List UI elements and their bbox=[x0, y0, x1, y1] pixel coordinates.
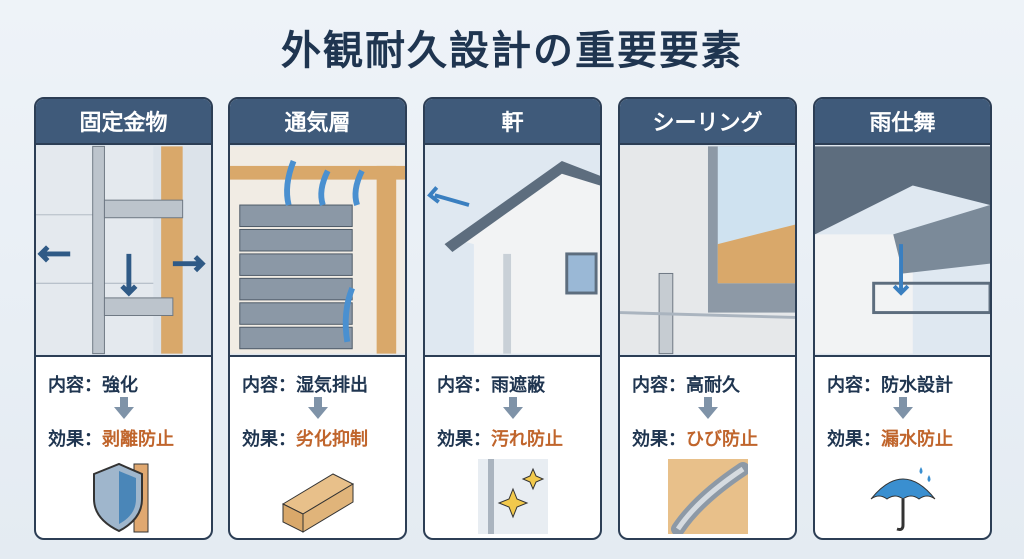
sparkle-wall-icon bbox=[477, 459, 548, 534]
sealant-bead-icon bbox=[667, 459, 748, 534]
eaves-illustration bbox=[425, 145, 600, 357]
effect-row: 効果：漏水防止 bbox=[827, 429, 953, 450]
card-eaves: 軒 内容：雨遮蔽 効果：汚れ防止 bbox=[423, 97, 602, 540]
card-title: 雨仕舞 bbox=[815, 99, 990, 145]
content-row: 内容：防水設計 bbox=[827, 375, 953, 396]
ventilation-layer-illustration bbox=[230, 145, 405, 357]
fixing-hardware-illustration bbox=[36, 145, 211, 357]
content-row: 内容：雨遮蔽 bbox=[437, 375, 545, 396]
card-ventilation-layer: 通気層 内容：湿気排出 効果：劣化抑制 bbox=[228, 97, 407, 540]
card-title: 軒 bbox=[425, 99, 600, 145]
effect-row: 効果：劣化抑制 bbox=[242, 429, 368, 450]
arrow-down-icon bbox=[308, 397, 328, 419]
rain-protection-illustration bbox=[815, 145, 990, 357]
sealing-illustration bbox=[620, 145, 795, 357]
card-sealing: シーリング 内容：高耐久 効果：ひび防止 bbox=[618, 97, 797, 540]
shield-icon bbox=[92, 462, 148, 533]
arrow-down-icon bbox=[503, 397, 523, 419]
card-rain-protection: 雨仕舞 内容：防水設計 効果：漏水防止 bbox=[813, 97, 992, 540]
effect-row: 効果：汚れ防止 bbox=[437, 429, 563, 450]
card-title: シーリング bbox=[620, 99, 795, 145]
page-title: 外観耐久設計の重要要素 bbox=[281, 28, 743, 74]
arrow-down-icon bbox=[698, 397, 718, 419]
card-fixing-hardware: 固定金物 内容：強化 内容：効果：剥離防止 bbox=[34, 97, 213, 540]
wood-beam-icon bbox=[281, 473, 354, 533]
umbrella-icon bbox=[870, 467, 935, 531]
content-row: 内容：高耐久 bbox=[632, 375, 740, 396]
effect-row: 内容：効果：剥離防止 bbox=[48, 429, 174, 450]
card-title: 固定金物 bbox=[36, 99, 211, 145]
arrow-down-icon bbox=[114, 397, 134, 419]
content-row: 内容：湿気排出 bbox=[242, 375, 368, 396]
arrow-down-icon bbox=[893, 397, 913, 419]
content-row: 内容：強化 bbox=[48, 375, 138, 396]
card-title: 通気層 bbox=[230, 99, 405, 145]
effect-row: 効果：ひび防止 bbox=[632, 429, 758, 450]
